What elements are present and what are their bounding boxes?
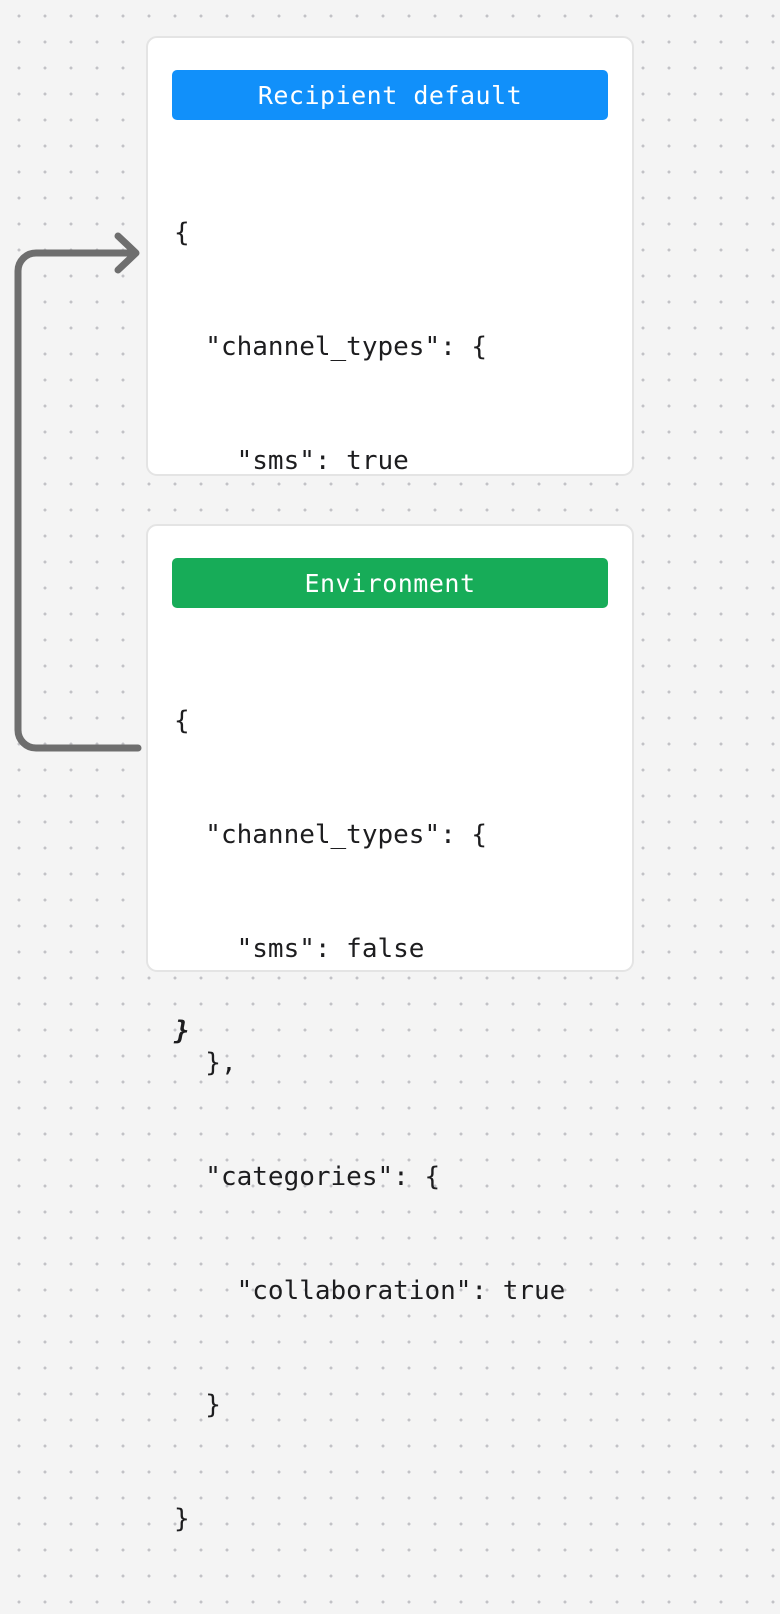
code-line: "channel_types": { bbox=[174, 820, 488, 850]
flow-arrow-path bbox=[14, 249, 142, 752]
code-line: "collaboration": true bbox=[174, 1276, 566, 1306]
card-header-environment: Environment bbox=[172, 558, 608, 608]
card-recipient-default[interactable]: Recipient default { "channel_types": { "… bbox=[146, 36, 634, 1046]
card-header-recipient-default: Recipient default bbox=[172, 70, 608, 120]
code-line: "sms": true bbox=[174, 446, 409, 476]
code-line: } bbox=[174, 1390, 221, 1420]
card-environment[interactable]: Environment { "channel_types": { "sms": … bbox=[146, 524, 634, 1534]
code-line: { bbox=[174, 218, 190, 248]
code-line: { bbox=[174, 706, 190, 736]
flow-arrow-head-icon bbox=[114, 232, 140, 274]
code-line: "categories": { bbox=[174, 1162, 441, 1192]
code-block-environment: { "channel_types": { "sms": false }, "ca… bbox=[174, 626, 620, 1614]
code-line: "channel_types": { bbox=[174, 332, 488, 362]
code-line: "sms": false bbox=[174, 934, 425, 964]
code-line: } bbox=[174, 1504, 190, 1534]
diagram-canvas: Recipient default { "channel_types": { "… bbox=[14, 36, 634, 1534]
code-line: }, bbox=[174, 1048, 237, 1078]
